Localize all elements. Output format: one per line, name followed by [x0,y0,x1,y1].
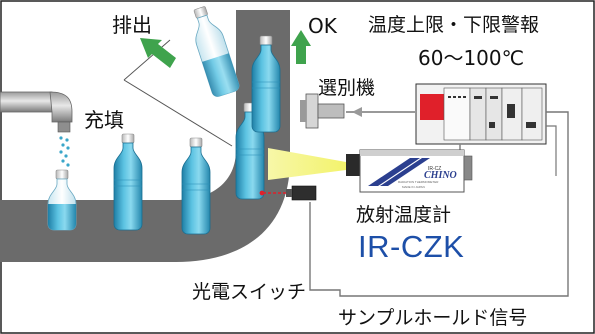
eject-arrow-icon [140,38,176,68]
bottle-filling [47,169,77,231]
plc-controller [415,83,547,145]
device-model-small: IR-CZ [428,166,441,172]
temp-alarm-range: 60〜100℃ [418,46,525,70]
temp-alarm-title: 温度上限・下限警報 [368,14,540,36]
sample-hold-line [309,111,569,297]
infrared-beam [268,148,346,180]
device-tagline: RADIATION THERMOMETER [398,180,439,184]
thermometer-model-label: IR-CZK [358,229,465,264]
conveyor-belt [0,10,290,262]
eject-path-line [123,39,233,147]
bottle-2 [113,133,143,231]
alarm-module [420,94,444,120]
chino-logo: CHINO [424,170,457,181]
sorter-device [300,93,345,129]
sorter-label: 選別機 [318,77,376,99]
eject-label: 排出 [112,13,152,37]
ok-arrow-icon [291,30,311,64]
device-made-in: MADE IN JAPAN [402,185,425,189]
bottle-3 [181,137,211,235]
ok-label: OK [308,14,337,38]
radiation-thermometer: IR-CZ CHINO RADIATION THERMOMETER MADE I… [346,149,473,193]
photo-switch [259,185,317,201]
bottle-ejected [193,6,240,97]
filling-nozzle [0,91,73,167]
filling-label: 充填 [84,108,124,132]
sample-hold-label: サンプルホールド信号 [338,307,528,329]
photo-switch-label: 光電スイッチ [192,281,307,303]
thermometer-name-label: 放射温度計 [356,204,452,226]
